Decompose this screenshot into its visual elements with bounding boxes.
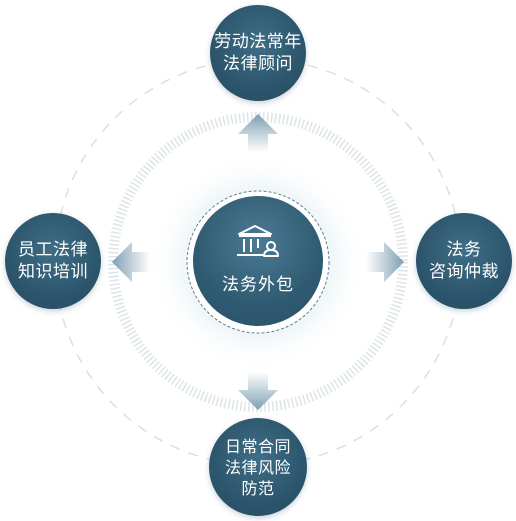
center-label: 法务外包 xyxy=(222,274,294,295)
arrow-down-icon xyxy=(238,372,278,410)
arrow-up-icon xyxy=(238,114,278,152)
node-employee-training: 员工法律 知识培训 xyxy=(5,213,101,309)
node-label-line: 日常合同 xyxy=(224,436,291,456)
node-legal-arbitration: 法务 咨询仲裁 xyxy=(416,213,512,309)
node-label-line: 劳动法常年 xyxy=(214,32,302,52)
node-contract-risk: 日常合同 法律风险 防范 xyxy=(209,418,307,516)
node-label-line: 咨询仲裁 xyxy=(429,262,499,282)
center-node: 法务外包 xyxy=(193,196,323,326)
node-labor-law-consultant: 劳动法常年 法律顾问 xyxy=(210,5,306,101)
node-label-line: 法律风险 xyxy=(224,457,291,477)
node-label-line: 法律顾问 xyxy=(223,54,293,74)
node-label-line: 防范 xyxy=(241,478,275,498)
arrow-right-icon xyxy=(366,242,404,282)
courthouse-user-icon xyxy=(237,224,279,257)
node-label-line: 法务 xyxy=(446,240,482,260)
arrow-left-icon xyxy=(112,242,150,282)
node-label-line: 知识培训 xyxy=(18,262,88,282)
node-label-line: 员工法律 xyxy=(18,240,88,260)
